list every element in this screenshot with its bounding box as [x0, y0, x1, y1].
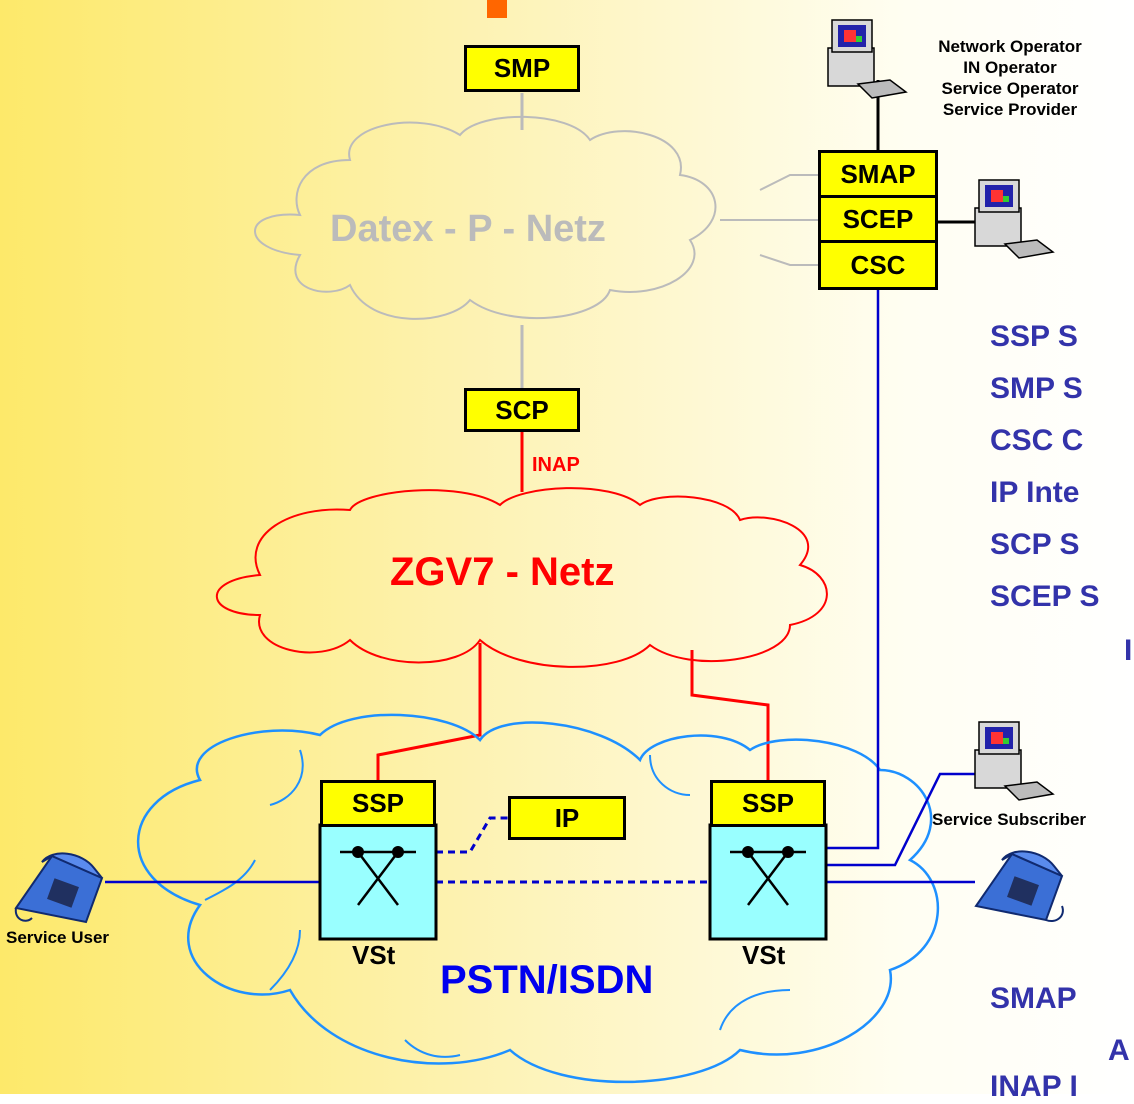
ssp-node-right: SSP: [710, 780, 826, 827]
operator-item: Service Provider: [942, 100, 1078, 119]
vst-label-right: VSt: [742, 940, 786, 970]
ssp-node-left: SSP: [320, 780, 436, 827]
switch-right: [708, 823, 828, 941]
legend-scp: SCP S: [990, 528, 1080, 561]
scp-node: SCP: [464, 388, 580, 432]
legend-inap: INAP I: [990, 1070, 1078, 1103]
pstn-cloud-detail: [719, 989, 791, 1031]
ip-node: IP: [508, 796, 626, 840]
legend-smap-cont: A: [1108, 1034, 1130, 1067]
vst-label-left: VSt: [352, 940, 396, 970]
zgv7-network-label: ZGV7 - Netz: [390, 550, 615, 594]
subscriber-ssp-link: [826, 772, 980, 867]
legend-ip: IP Inte: [990, 476, 1080, 509]
csc-ssp-link: [826, 290, 880, 850]
zgv7-ssp-right-link: [690, 650, 770, 780]
pstn-network-label: PSTN/ISDN: [440, 958, 654, 1002]
legend-smap: SMAP: [990, 982, 1077, 1015]
datex-smap-link: [759, 174, 818, 191]
datex-cloud: [254, 115, 717, 320]
datex-csc-link: [759, 254, 818, 266]
pstn-cloud-detail: [269, 929, 301, 991]
legend-scep: SCEP S: [990, 580, 1100, 613]
smp-node: SMP: [464, 45, 580, 92]
computer-icon: [974, 721, 1055, 801]
zgv7-cloud: [215, 487, 828, 668]
operator-item: Service Operator: [941, 79, 1079, 98]
legend-scep-cont: I: [1124, 634, 1133, 667]
legend-smp: SMP S: [990, 372, 1083, 405]
pstn-cloud-detail: [404, 1039, 461, 1058]
operator-item: IN Operator: [963, 58, 1057, 77]
title-bar-fragment: [487, 0, 507, 18]
service-user-label: Service User: [6, 928, 110, 947]
computer-icon: [827, 19, 908, 99]
operator-item: Network Operator: [938, 37, 1082, 56]
service-subscriber-label: Service Subscriber: [932, 810, 1087, 829]
scep-node: SCEP: [818, 195, 938, 243]
telephone-icon: [974, 850, 1064, 922]
zgv7-ssp-left-link: [376, 643, 482, 780]
inap-label: INAP: [532, 454, 580, 476]
pstn-cloud: [136, 713, 940, 1084]
csc-node: CSC: [818, 240, 938, 290]
switch-left: [318, 823, 438, 941]
ssp-ip-link: [436, 816, 508, 854]
computer-icon: [974, 179, 1055, 259]
pstn-cloud-detail: [649, 754, 691, 796]
pstn-cloud-detail: [269, 749, 304, 806]
operator-list: Network Operator IN Operator Service Ope…: [900, 36, 1120, 120]
pstn-cloud-detail: [204, 859, 256, 901]
smap-node: SMAP: [818, 150, 938, 198]
datex-network-label: Datex - P - Netz: [330, 208, 606, 250]
legend-ssp: SSP S: [990, 320, 1078, 353]
telephone-icon: [14, 852, 104, 924]
legend-csc: CSC C: [990, 424, 1084, 457]
